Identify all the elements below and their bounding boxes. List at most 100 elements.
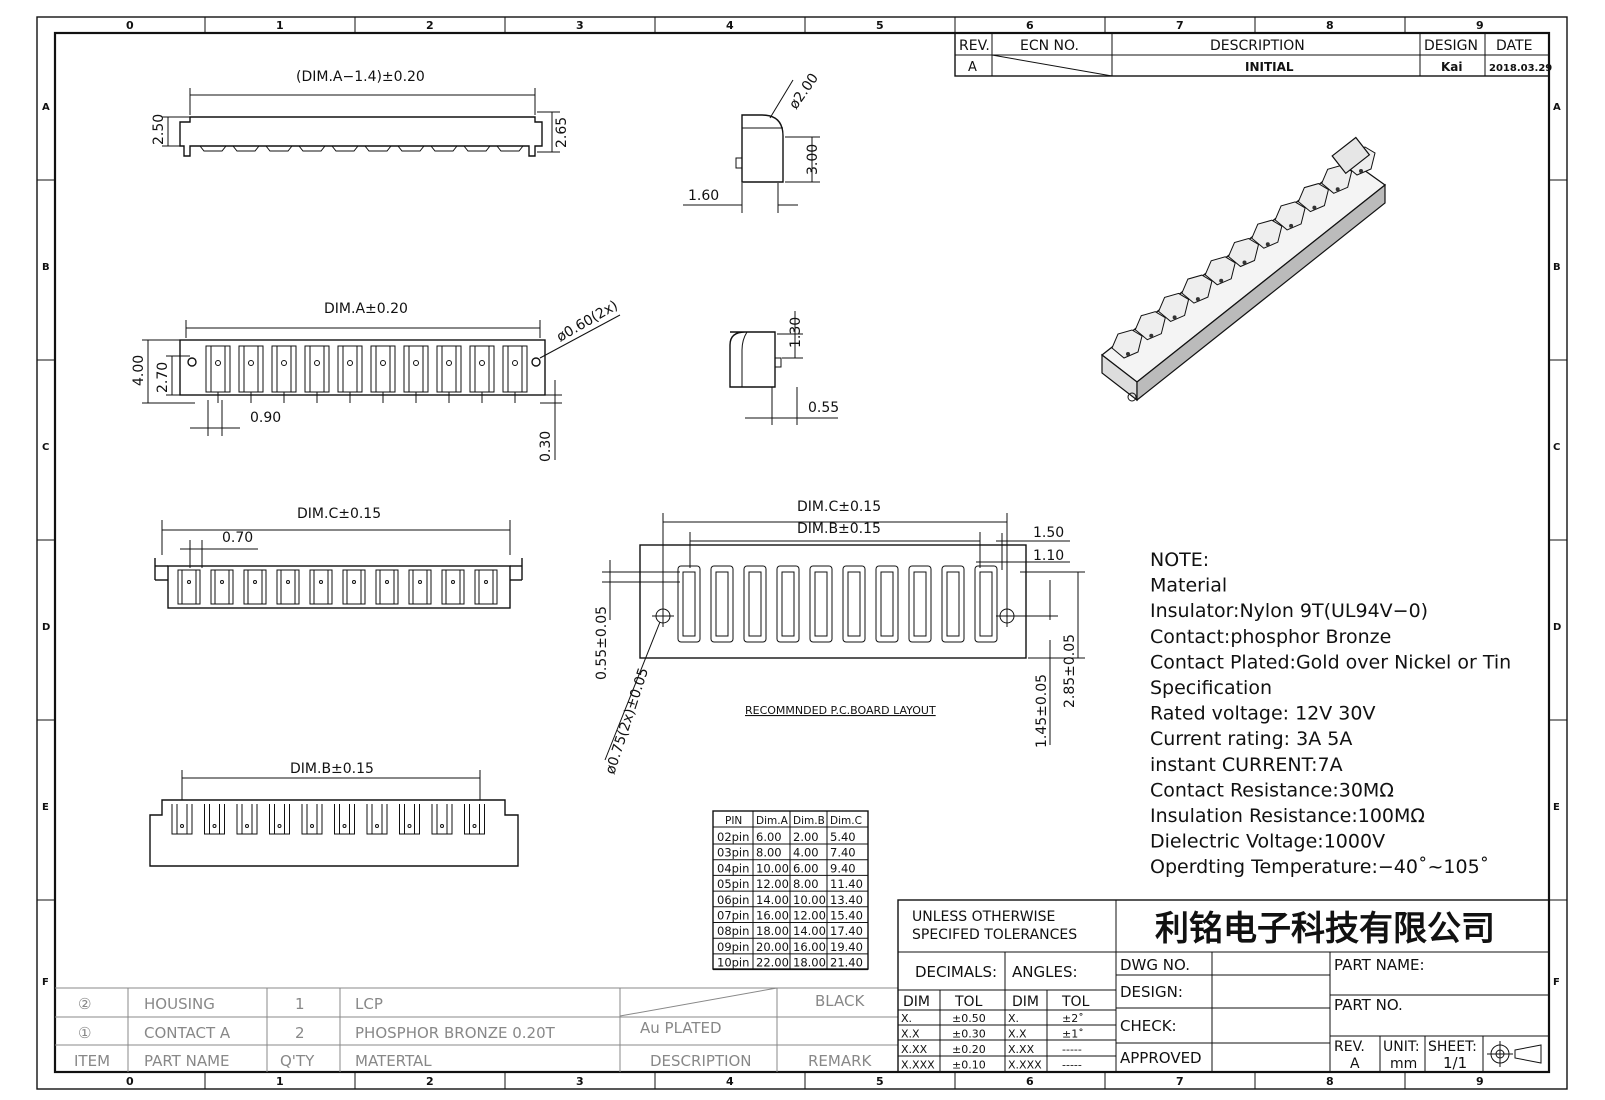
note-line: Contact Plated:Gold over Nickel or Tin [1150, 651, 1511, 673]
contact-hole [512, 360, 518, 366]
iso-contact-hole [1195, 297, 1200, 302]
contact-hole [342, 824, 347, 828]
pin-table-cell: 13.40 [830, 893, 863, 907]
bom-item-2: ② [78, 995, 91, 1013]
contact-slot [271, 345, 297, 393]
contact-hole [451, 580, 455, 584]
contact-top [474, 569, 498, 605]
description-value: INITIAL [1245, 60, 1294, 74]
contact-hole [347, 360, 353, 366]
contact-bottom [204, 804, 225, 835]
angles-tol-header: TOL [1061, 994, 1090, 1010]
design-header: DESIGN [1424, 38, 1478, 54]
decimal-dim: X. [901, 1012, 912, 1025]
pcb-pad [743, 565, 767, 643]
contact-hole [472, 824, 477, 828]
contact-bottom [366, 804, 388, 835]
grid-col-label-bottom: 9 [1476, 1075, 1484, 1088]
contact-hole [385, 580, 389, 584]
grid-row-label-left: D [42, 622, 50, 633]
contact-slot [502, 345, 528, 393]
decimal-tol: ±0.50 [952, 1012, 986, 1025]
pcb-pad [710, 565, 734, 643]
grid-row-label-right: B [1553, 262, 1561, 273]
pin-table-cell: 4.00 [793, 846, 819, 860]
contact-hole [248, 360, 254, 366]
grid-row-label-right: F [1553, 977, 1560, 988]
pin-table-cell: 7.40 [830, 846, 856, 860]
note-line: NOTE: [1150, 549, 1209, 571]
pcb-pad-inner [682, 571, 696, 637]
part-no-label: PART NO. [1334, 996, 1403, 1014]
decimal-tol: ±0.20 [952, 1043, 986, 1056]
pin-outline [496, 145, 524, 152]
grid-col-label-bottom: 4 [726, 1075, 734, 1088]
contact-bottom [269, 804, 290, 835]
contact-slot [205, 345, 231, 393]
contact-slot [238, 345, 264, 393]
bom-header-item: ITEM [74, 1052, 110, 1070]
grid-col-label-top: 0 [126, 19, 134, 32]
pin-table-cell: 07pin [717, 909, 749, 923]
dim-height-030: 0.30 [538, 431, 554, 462]
angle-dim: X. [1008, 1012, 1019, 1025]
pcb-pad-inner [946, 571, 960, 637]
pin-table-cell: 10.00 [756, 861, 789, 875]
dim-b-pcb: DIM.B±0.15 [797, 521, 881, 537]
bom-header-qty: Q'TY [280, 1052, 315, 1070]
pin-table-cell: 10pin [717, 956, 749, 970]
contact-hole [375, 824, 379, 828]
decimal-tol: ±0.30 [952, 1028, 986, 1041]
ecn-header: ECN NO. [1020, 38, 1079, 54]
bom-header-part: PART NAME [144, 1052, 230, 1070]
dim-width-070: 0.70 [222, 530, 253, 546]
pin-table-cell: 11.40 [830, 877, 863, 891]
angle-tol: ±2˚ [1062, 1012, 1084, 1025]
pcb-pad-inner [913, 571, 927, 637]
grid-col-label-bottom: 3 [576, 1075, 584, 1088]
contact-hole [253, 580, 257, 584]
contact-top [309, 569, 333, 605]
grid-col-label-top: 4 [726, 19, 734, 32]
rev-header: REV. [959, 38, 990, 54]
contact-hole [310, 824, 314, 828]
pin-table-header: Dim.B [793, 815, 825, 827]
note-line: Operdting Temperature:−40˚~105˚ [1150, 856, 1489, 878]
front-view: DIM.A±0.20 ø0.60(2x) 4.00 2.70 0.90 0.30 [131, 298, 621, 462]
pin-outline [298, 145, 326, 152]
date-header: DATE [1496, 38, 1532, 54]
pcb-pad [875, 565, 899, 643]
iso-contact-hole [1219, 278, 1224, 283]
contact-hole [413, 360, 419, 366]
contact-bottom [464, 804, 485, 835]
bom-qty-housing: 1 [295, 995, 305, 1013]
dim-width-160: 1.60 [688, 188, 719, 204]
contact-slot [436, 345, 462, 393]
pcb-pad [677, 565, 701, 643]
contact-slot [304, 345, 330, 393]
iso-contact-hole [1359, 169, 1363, 173]
pin-outline [430, 145, 458, 152]
pin-table-cell: 14.00 [756, 893, 789, 907]
grid-row-label-left: B [42, 262, 50, 273]
pin-outline [265, 145, 293, 152]
revision-block: REV. ECN NO. DESCRIPTION DESIGN DATE A I… [954, 32, 1552, 77]
tolerance-title-line1: UNLESS OTHERWISE [912, 909, 1055, 925]
rev-value-title: A [1350, 1056, 1360, 1072]
bom-item-1: ① [78, 1024, 91, 1042]
outer-border [36, 16, 1568, 1090]
dim-dia-060: ø0.60(2x) [554, 298, 621, 346]
grid-col-label-top: 2 [426, 19, 434, 32]
iso-contact-hole [1289, 223, 1294, 228]
dim-c-left: DIM.C±0.15 [297, 506, 381, 522]
check-label: CHECK: [1120, 1017, 1177, 1035]
pin-table-cell: 08pin [717, 924, 749, 938]
grid-col-label-top: 8 [1326, 19, 1334, 32]
grid-row-label-right: A [1553, 102, 1561, 113]
pin-table-cell: 14.00 [793, 924, 826, 938]
bom-description-contact: Au PLATED [640, 1019, 722, 1037]
contact-slot [469, 345, 495, 393]
pin-table-cell: 8.00 [793, 877, 819, 891]
contact-hole [380, 360, 386, 366]
